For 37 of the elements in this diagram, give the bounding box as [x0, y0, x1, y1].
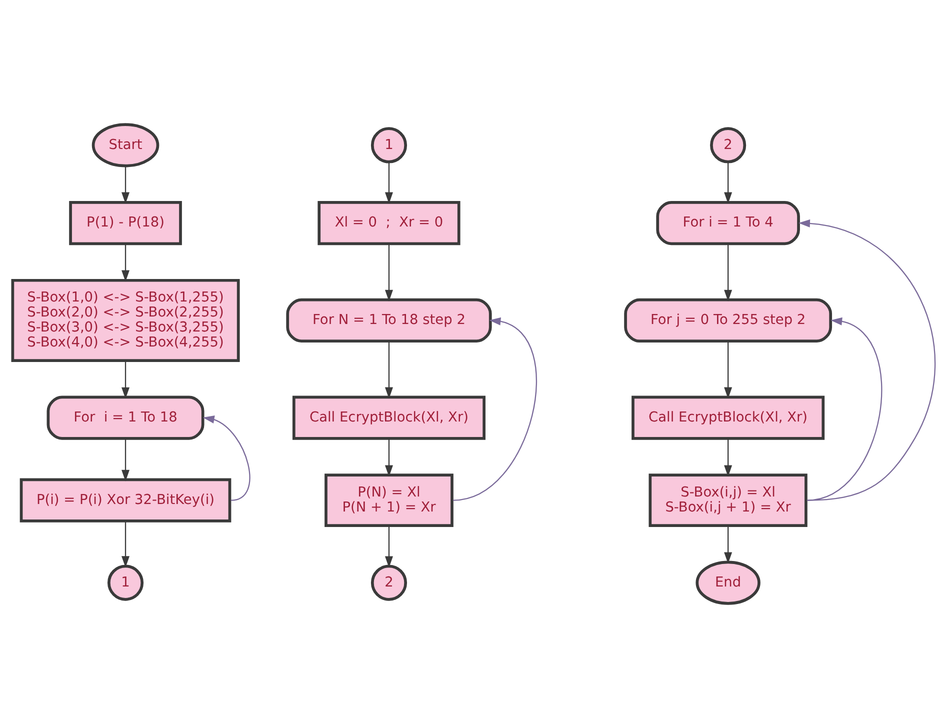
node-circle: 1 — [370, 126, 408, 163]
node-box: S-Box(1,0) <-> S-Box(1,255) S-Box(2,0) <-> S-Box(2,255) S-Box(3,0) <-> S-Box(3,255) S-Box(4,0) <-> S-Box(4,255) — [11, 278, 240, 362]
node-circle: 2 — [370, 564, 408, 600]
arrow — [724, 525, 732, 564]
arrow — [724, 243, 732, 301]
node-box: P(1) - P(18) — [69, 200, 182, 245]
arrow — [384, 340, 393, 398]
arrow — [384, 525, 393, 568]
arrow — [384, 162, 393, 204]
arrow — [122, 438, 130, 481]
node-box: Call EcryptBlock(Xl, Xr) — [292, 395, 486, 440]
node-box: For i = 1 To 4 — [656, 200, 800, 245]
node-circle: 2 — [710, 126, 746, 163]
arrow — [798, 218, 936, 500]
arrow — [807, 316, 882, 500]
node-box: S-Box(i,j) = Xl S-Box(i,j + 1) = Xr — [648, 473, 808, 526]
arrow — [122, 360, 130, 398]
node-ellipse: End — [696, 560, 760, 604]
arrow — [724, 340, 732, 398]
arrow — [724, 162, 732, 204]
arrow — [122, 243, 130, 282]
arrow — [122, 166, 130, 204]
node-circle: 1 — [107, 564, 144, 600]
arrow — [384, 243, 393, 301]
node-box: For j = 0 To 255 step 2 — [624, 298, 832, 342]
arrow — [202, 415, 250, 500]
node-box: Call EcryptBlock(Xl, Xr) — [632, 395, 825, 440]
arrow — [724, 438, 732, 476]
arrow — [453, 316, 537, 500]
arrow — [122, 520, 130, 568]
node-box: P(N) = Xl P(N + 1) = Xr — [324, 473, 454, 526]
node-ellipse: Start — [92, 122, 160, 167]
arrow — [384, 438, 393, 476]
node-box: P(i) = P(i) Xor 32-BitKey(i) — [20, 478, 232, 522]
node-box: For i = 1 To 18 — [46, 395, 204, 440]
node-box: For N = 1 To 18 step 2 — [286, 298, 492, 342]
node-box: Xl = 0 ; Xr = 0 — [318, 200, 460, 245]
